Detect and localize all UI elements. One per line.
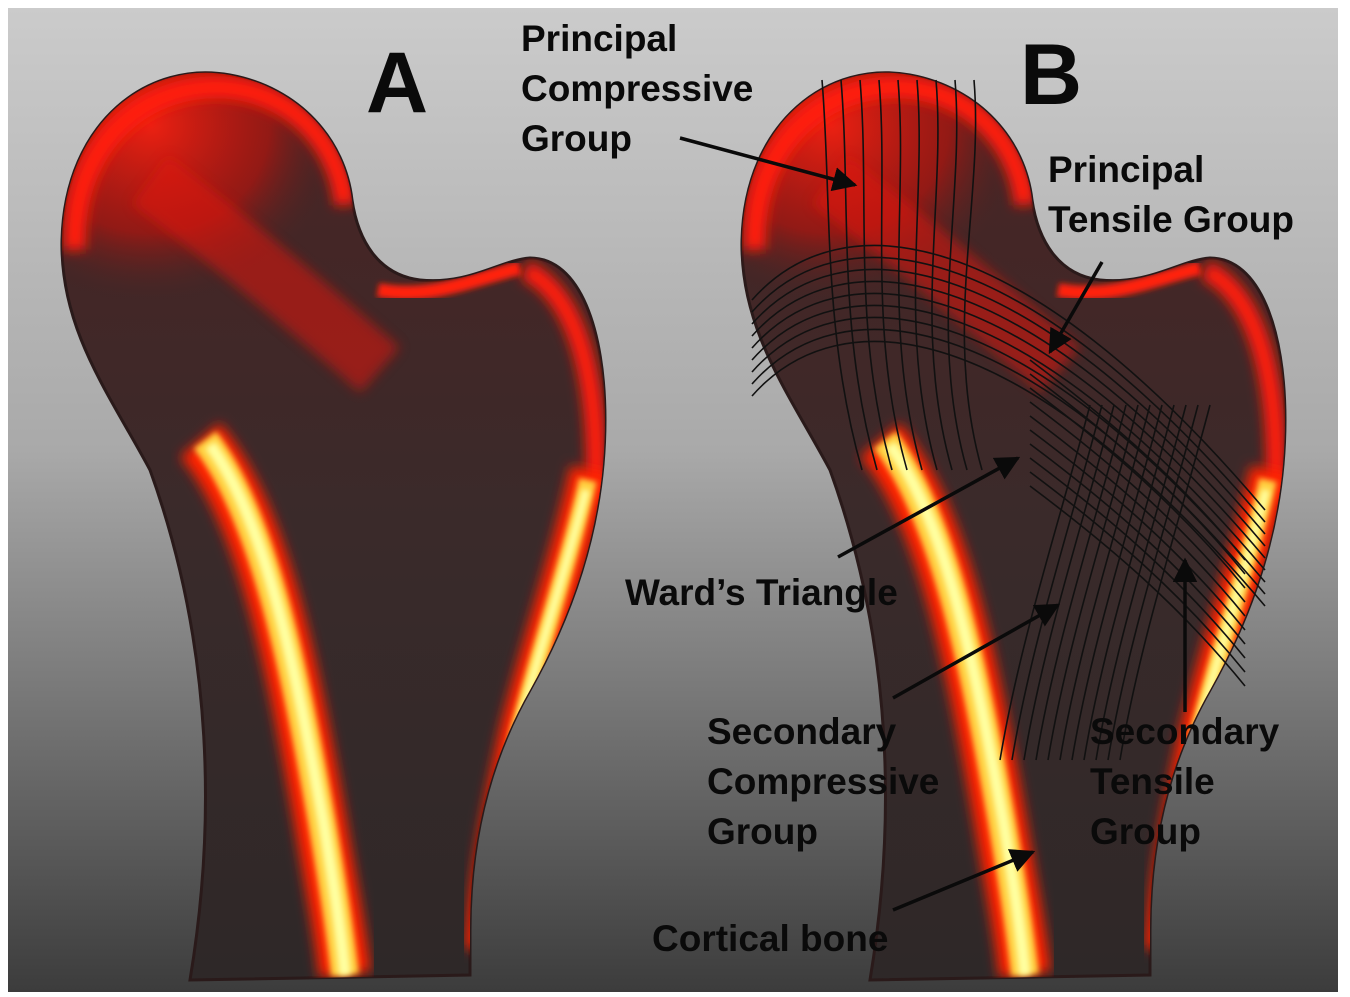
label-line: Compressive bbox=[707, 757, 939, 807]
label-principal-compressive-group: Principal Compressive Group bbox=[521, 14, 753, 164]
label-secondary-compressive-group: Secondary Compressive Group bbox=[707, 707, 939, 857]
label-wards-triangle: Ward’s Triangle bbox=[625, 568, 898, 618]
label-line: Tensile Group bbox=[1048, 195, 1294, 245]
label-line: Compressive bbox=[521, 64, 753, 114]
label-line: Secondary bbox=[707, 707, 939, 757]
label-line: Principal bbox=[521, 14, 753, 64]
label-secondary-tensile-group: Secondary Tensile Group bbox=[1090, 707, 1279, 857]
panel-label-b: B bbox=[1020, 32, 1082, 118]
label-line: Principal bbox=[1048, 145, 1294, 195]
label-principal-tensile-group: Principal Tensile Group bbox=[1048, 145, 1294, 245]
label-line: Tensile bbox=[1090, 757, 1279, 807]
label-line: Group bbox=[707, 807, 939, 857]
label-line: Secondary bbox=[1090, 707, 1279, 757]
label-cortical-bone: Cortical bone bbox=[652, 914, 888, 964]
label-line: Group bbox=[521, 114, 753, 164]
panel-label-a: A bbox=[366, 40, 428, 126]
label-line: Group bbox=[1090, 807, 1279, 857]
